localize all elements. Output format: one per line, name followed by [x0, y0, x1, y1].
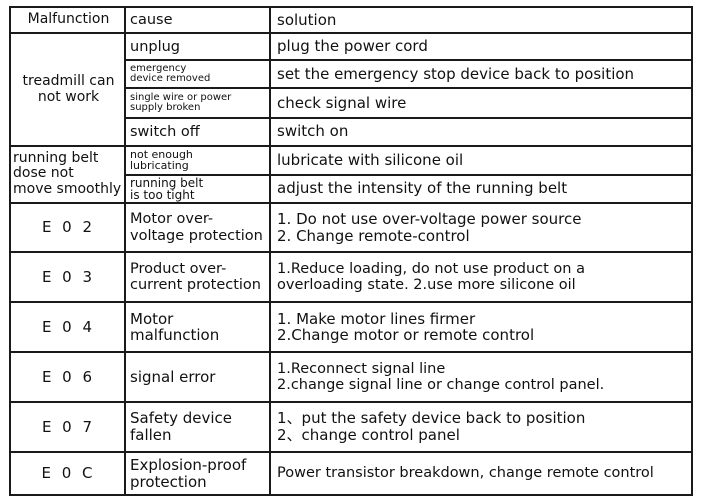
table-row: E 0 2 Motor over- voltage protection 1. …	[9, 201, 693, 254]
cause-cell: Explosion-proof protection	[124, 451, 271, 496]
cause-cell: running belt is too tight	[124, 174, 271, 204]
malfunction-treadmill-not-work: treadmill can not work	[9, 32, 126, 147]
solution-cell: Power transistor breakdown, change remot…	[269, 451, 693, 496]
cause-cell: Motor over- voltage protection	[124, 201, 271, 254]
cause-cell: not enough lubricating	[124, 144, 271, 177]
table-row: emergency device removed set the emergen…	[10, 58, 693, 90]
table-row: E 0 4 Motor malfunction 1. Make motor li…	[9, 301, 693, 354]
solution-cell: 1.Reduce loading, do not use product on …	[269, 251, 693, 304]
header-row: Malfunction cause solution	[9, 5, 693, 35]
cause-cell: single wire or power supply broken	[124, 87, 271, 119]
cause-cell: switch off	[124, 117, 271, 147]
solution-cell: switch on	[269, 117, 693, 147]
solution-cell: 1. Make motor lines firmer 2.Change moto…	[269, 301, 693, 354]
header-cause: cause	[124, 5, 271, 35]
cause-cell: Safety device fallen	[124, 401, 271, 454]
table-row: running belt dose not move smoothly not …	[9, 144, 693, 204]
table-row: single wire or power supply broken check…	[10, 87, 693, 119]
solution-cell: set the emergency stop device back to po…	[269, 58, 693, 90]
cause-cell: Motor malfunction	[124, 301, 271, 354]
solution-cell: lubricate with silicone oil	[269, 144, 693, 177]
cause-cell: signal error	[124, 351, 271, 404]
error-code-e0c: E 0 C	[9, 451, 126, 496]
table-row: E 0 3 Product over- current protection 1…	[9, 251, 693, 304]
table-row: running belt is too tight adjust the int…	[10, 174, 693, 204]
table-row: E 0 6 signal error 1.Reconnect signal li…	[9, 351, 693, 404]
table-row: treadmill can not work unplug plug the p…	[9, 32, 693, 147]
error-code-e04: E 0 4	[9, 301, 126, 354]
header-malfunction: Malfunction	[9, 5, 126, 35]
solution-cell: plug the power cord	[269, 32, 693, 61]
header-solution: solution	[269, 5, 693, 35]
solution-cell: 1、put the safety device back to position…	[269, 401, 693, 454]
solution-cell: check signal wire	[269, 87, 693, 119]
error-code-e07: E 0 7	[9, 401, 126, 454]
cause-cell: Product over- current protection	[124, 251, 271, 304]
troubleshooting-table: Malfunction cause solution treadmill can…	[9, 5, 693, 496]
solution-cell: 1.Reconnect signal line 2.change signal …	[269, 351, 693, 404]
error-code-e02: E 0 2	[9, 201, 126, 254]
table-row: switch off switch on	[10, 117, 693, 147]
solution-cell: 1. Do not use over-voltage power source …	[269, 201, 693, 254]
solution-cell: adjust the intensity of the running belt	[269, 174, 693, 204]
table-row: E 0 C Explosion-proof protection Power t…	[9, 451, 693, 496]
cause-cell: unplug	[124, 32, 271, 61]
malfunction-belt-not-smooth: running belt dose not move smoothly	[9, 144, 126, 204]
error-code-e06: E 0 6	[9, 351, 126, 404]
cause-cell: emergency device removed	[124, 58, 271, 90]
error-code-e03: E 0 3	[9, 251, 126, 304]
table-row: E 0 7 Safety device fallen 1、put the saf…	[9, 401, 693, 454]
